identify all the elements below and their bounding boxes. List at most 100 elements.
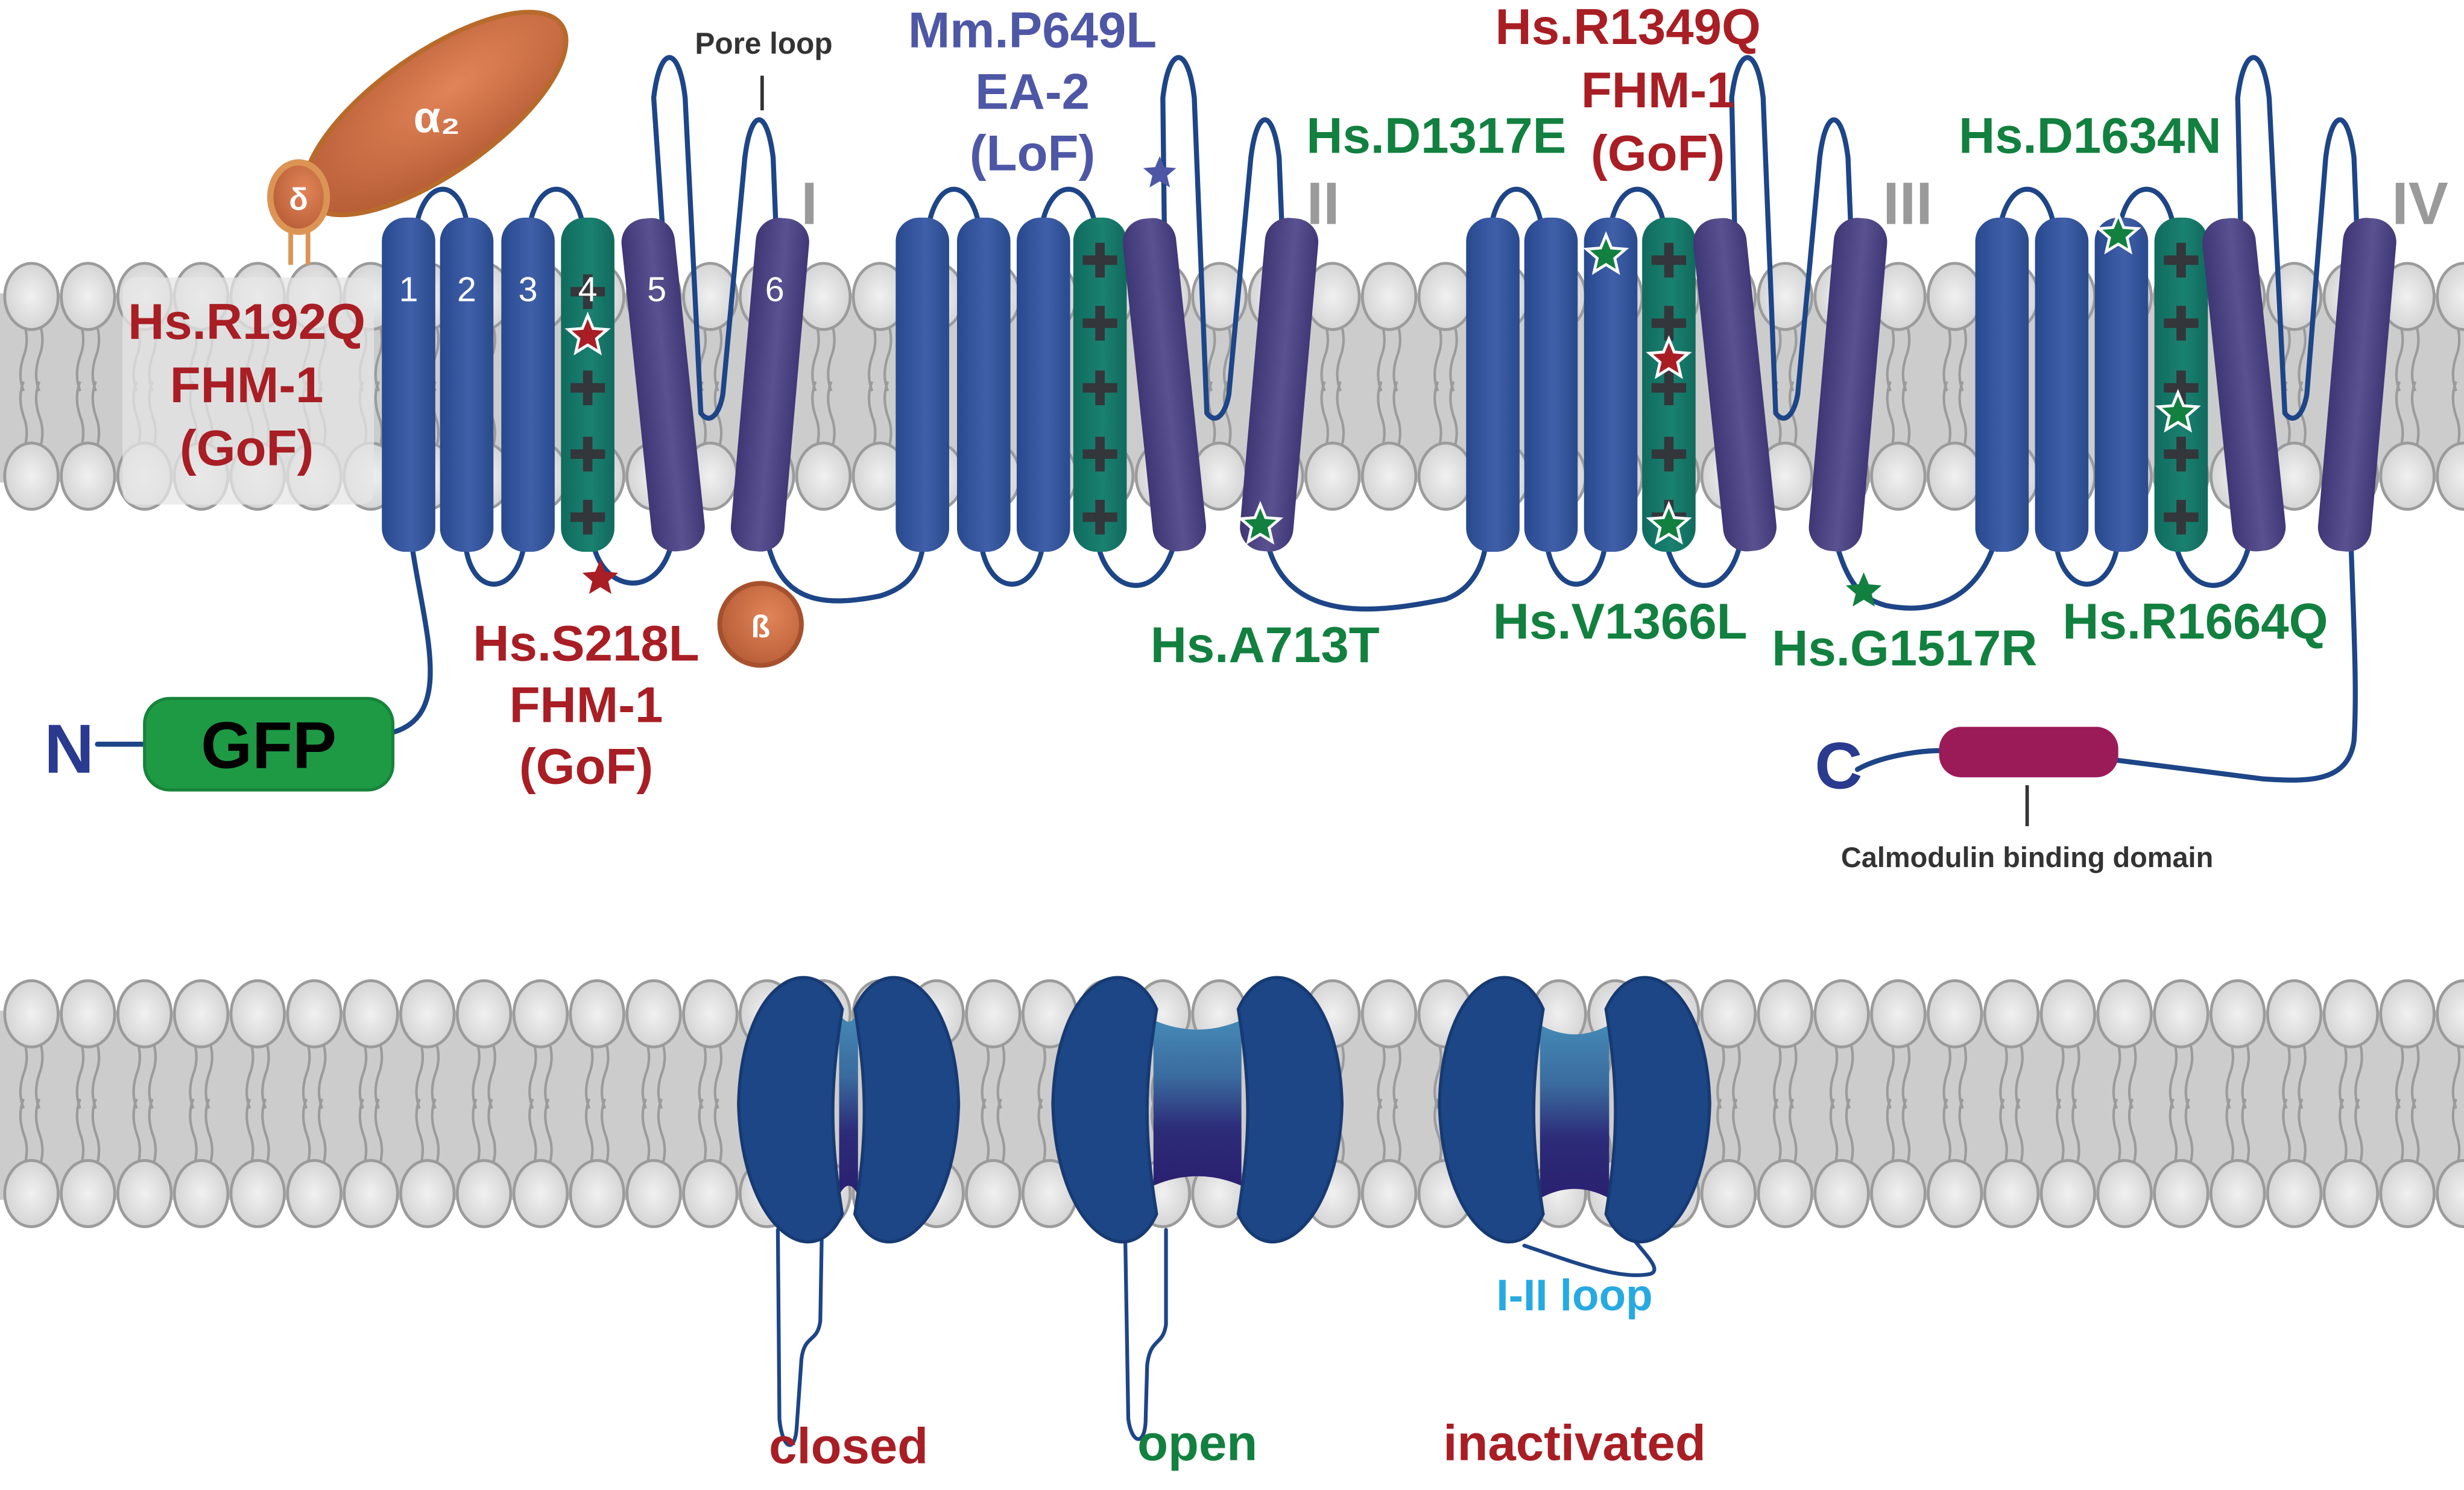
mutation-markers [564,156,2201,607]
helix-d1-s3: 3 [501,217,555,552]
i-ii-loop [1123,1228,1168,1441]
i-ii-loop-label: I-II loop [1496,1271,1652,1320]
lipid [116,979,173,1228]
alpha2-label: α₂ [414,93,460,142]
helix-d4-s1 [1975,217,2029,552]
lipid [60,262,116,511]
lipid [569,979,625,1228]
i-ii-loop [776,1228,824,1447]
mutation-label-a713t: Hs.A713T [1151,616,1380,673]
star-icon-r1664q [2155,388,2201,433]
svg-text:Hs.S218L: Hs.S218L [473,614,699,671]
helix-d1-s2: 2 [440,217,494,552]
svg-text:FHM-1: FHM-1 [510,676,663,733]
lipid [1360,979,1418,1228]
lipid [60,979,116,1228]
svg-text:FHM-1: FHM-1 [170,356,324,413]
lipid [2153,979,2210,1228]
state-label-open: open [1137,1414,1257,1471]
svg-text:Mm.P649L: Mm.P649L [908,1,1157,58]
svg-text:(LoF): (LoF) [970,124,1095,181]
lipid [399,979,456,1228]
label-backdrop [122,277,374,505]
helix-d2-s2 [956,217,1011,552]
lipid [1417,262,1474,511]
helix-d3-s1 [1466,217,1520,552]
segment-number: 5 [647,270,666,309]
helix-d1-s6: 6 [730,218,809,552]
lipid [343,979,399,1228]
star-icon-r192q [564,311,611,356]
channel-half-right [853,976,961,1243]
domain-label-iv: IV [2392,170,2448,237]
helix-d4-s6 [2317,218,2396,552]
lipid [1870,262,1927,511]
star-icon-d1317e [1583,231,1629,276]
mutation-label-p649l: Mm.P649L EA-2 (LoF) [908,1,1157,181]
lipid [625,979,682,1228]
star-icon-a713t [1237,500,1284,545]
helix-d3-s2 [1524,217,1578,552]
lipid [1191,262,1248,511]
lipid [1983,979,2040,1228]
segment-number: 6 [765,270,785,309]
lipid [229,979,286,1228]
star-icon-r1349q [1646,335,1692,379]
segment-number: 1 [399,270,419,309]
lipid [1813,979,1870,1228]
mutation-label-r192q: Hs.R192Q FHM-1 (GoF) [128,293,365,476]
star-icon-d1634n [2095,210,2141,255]
lipid [1757,979,1813,1228]
helix-d3-s5 [1693,218,1777,552]
delta-label: δ [289,182,308,217]
svg-text:Hs.R192Q: Hs.R192Q [128,293,365,350]
lipid [1870,979,1927,1228]
svg-text:Hs.R1349Q: Hs.R1349Q [1496,0,1761,55]
helix-d2-s1 [896,217,949,552]
c-terminus-label: C [1815,729,1862,803]
segment-number: 4 [578,270,598,309]
lipid [286,979,343,1228]
domain-label-i: I [801,170,818,237]
lipid [1360,262,1418,511]
beta-subunit: ß [717,581,804,668]
lipid [2379,262,2436,511]
pore-loop-label: Pore loop [695,27,832,60]
lipid [455,979,513,1228]
mutation-label-r1349q: Hs.R1349Q FHM-1 (GoF) [1496,0,1761,181]
segment-number: 3 [519,270,538,309]
calmodulin-binding-domain [1939,727,2118,778]
lipid [2039,979,2096,1228]
svg-text:(GoF): (GoF) [519,737,653,794]
mutation-label-g1517r: Hs.G1517R [1772,619,2037,676]
lipid [795,262,852,511]
domain-label-ii: II [1307,170,1340,237]
mutation-label-d1317e: Hs.D1317E [1306,107,1566,164]
helix-d1-s4: 4 [561,217,614,552]
gfp-tag: GFP [143,696,395,792]
lipid [2210,979,2266,1228]
gating-states [737,976,1711,1447]
delta-subunit: δ [267,159,330,265]
mutation-label-s218l: Hs.S218L FHM-1 (GoF) [473,614,699,794]
star-icon-s218l [582,560,619,595]
helix-d4-s5 [2202,218,2286,552]
lipid [2436,979,2464,1228]
helix-d4-s3 [2094,217,2149,552]
n-terminus-label: N [44,710,94,788]
channel-closed [737,976,961,1447]
lipid [1927,262,1983,511]
beta-label: ß [751,609,770,644]
lipid [1304,262,1361,511]
star-icon-g1517r [1845,572,1882,607]
mutation-label-v1366l: Hs.V1366L [1493,593,1748,649]
channel-half-left [737,976,844,1243]
star-icon-v1366l [1646,500,1692,545]
channel-half-left [1051,976,1158,1243]
lipid [1700,979,1757,1228]
state-label-closed: closed [769,1417,928,1474]
lipid [512,979,569,1228]
svg-text:(GoF): (GoF) [180,419,314,476]
